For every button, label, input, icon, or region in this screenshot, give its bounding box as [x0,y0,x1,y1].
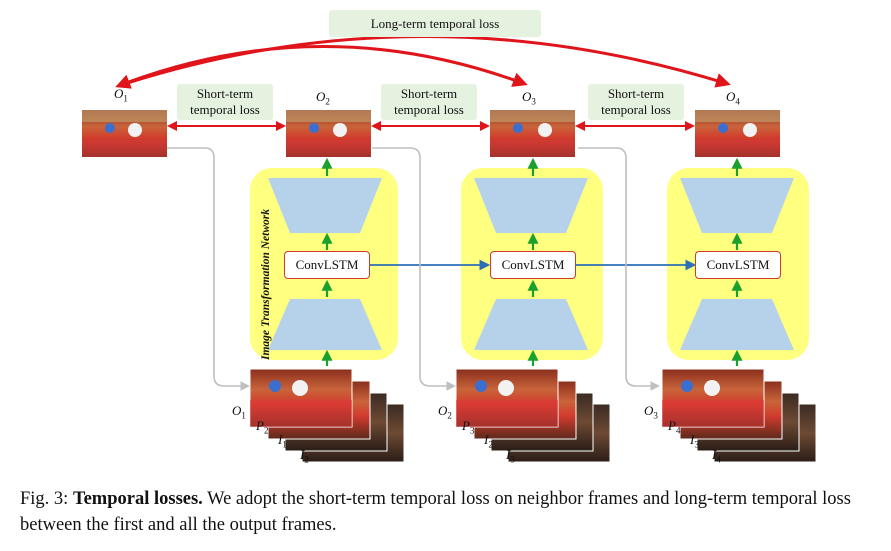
input-label-2-4: I3 [506,447,515,465]
short-term-label-line2: temporal loss [190,102,260,117]
input-label-1-3: I1 [278,432,287,450]
short-term-label-line1: Short-term [607,86,665,101]
decoder-trapezoid-1 [268,178,382,233]
caption-bold: Temporal losses. [72,489,203,509]
long-term-loss-arc-3 [115,45,528,89]
decoder-trapezoid-2 [474,178,588,233]
feedback-arrow-3 [578,147,660,391]
long-term-loss-arc-4 [117,35,731,88]
output-image-1 [82,110,167,157]
input-label-3-1: O3 [644,403,658,421]
convlstm-block-1: ConvLSTM [284,251,370,279]
short-term-label-line2: temporal loss [394,102,464,117]
output-label-1: O1 [114,86,128,104]
input-label-1-4: I2 [300,447,309,465]
figure-caption: Fig. 3: Temporal losses. We adopt the sh… [20,486,880,538]
input-label-1-1: O1 [232,403,246,421]
input-label-3-4: I4 [712,447,721,465]
input-stack-2 [455,368,611,463]
encoder-trapezoid-2 [474,299,588,350]
long-term-loss-label: Long-term temporal loss [329,10,541,37]
convlstm-block-2: ConvLSTM [490,251,576,279]
short-term-loss-label-3: Short-term temporal loss [588,84,684,120]
diagram-canvas [82,35,817,463]
output-label-2: O2 [316,89,330,107]
output-image-2 [286,110,371,157]
input-label-3-3: I3 [690,432,699,450]
short-term-label-line2: temporal loss [601,102,671,117]
short-term-loss-label-1: Short-term temporal loss [177,84,273,120]
short-term-label-line1: Short-term [400,86,458,101]
input-label-2-3: I2 [484,432,493,450]
encoder-trapezoid-3 [680,299,794,350]
output-image-4 [695,110,780,157]
input-label-3-2: P4 [668,418,681,436]
output-label-3: O3 [522,89,536,107]
input-stack-3 [661,368,817,463]
input-label-2-2: P3 [462,418,475,436]
caption-body: We adopt the short-term temporal loss on… [20,489,851,535]
feedback-arrow-2 [372,147,456,391]
decoder-trapezoid-3 [680,178,794,233]
output-image-3 [490,110,575,157]
input-label-1-2: P2 [256,418,269,436]
short-term-label-line1: Short-term [196,86,254,101]
encoder-trapezoid-1 [268,299,382,350]
feedback-arrow-1 [167,147,250,391]
input-stack-1 [249,368,405,463]
caption-prefix: Fig. 3: [20,489,73,509]
output-label-4: O4 [726,89,740,107]
short-term-loss-label-2: Short-term temporal loss [381,84,477,120]
network-title: Image Transformation Network [260,208,272,360]
input-label-2-1: O2 [438,403,452,421]
diagram: Long-term temporal loss Short-term tempo… [82,10,817,465]
convlstm-block-3: ConvLSTM [695,251,781,279]
